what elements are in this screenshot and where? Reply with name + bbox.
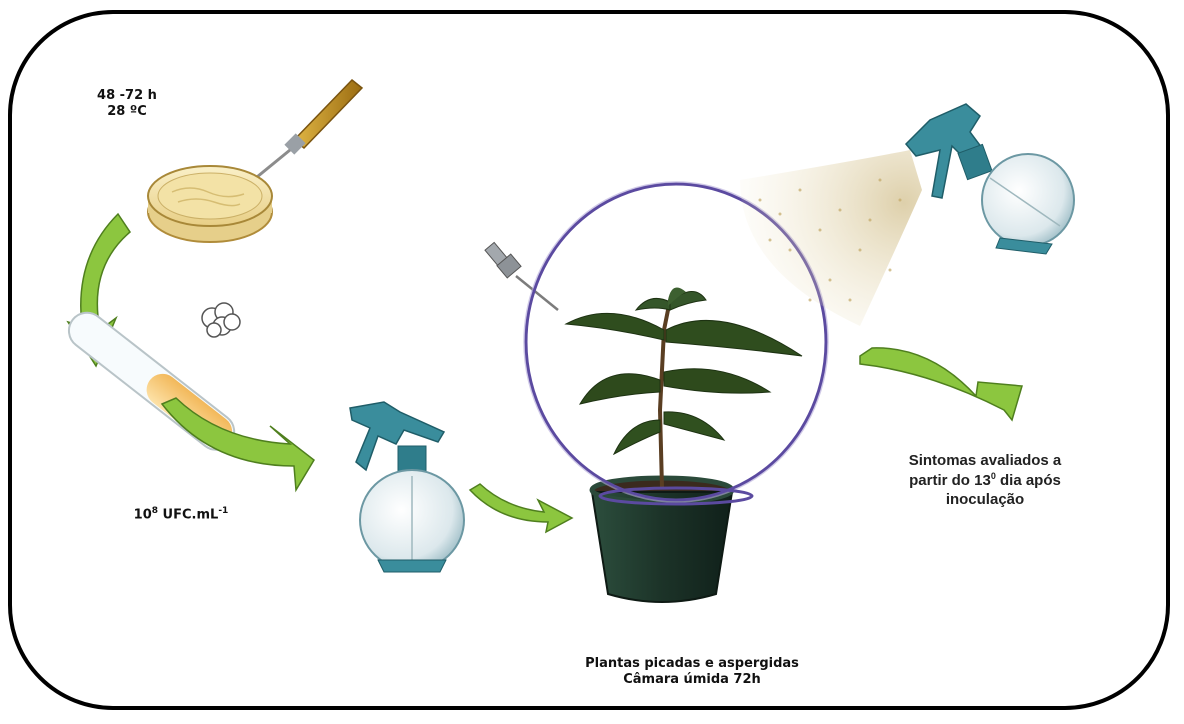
needle-icon: [485, 242, 558, 310]
cotton-plug-icon: [202, 303, 240, 337]
petri-dish-icon: [148, 166, 272, 242]
plants-label: Plantas picadas e aspergidas Câmara úmid…: [542, 656, 842, 687]
concentration-base: 10: [134, 507, 152, 522]
incubation-temperature: 28 ºC: [72, 104, 182, 120]
symptoms-line2-prefix: partir do 13: [909, 472, 991, 489]
concentration-label: 108 UFC.mL-1: [106, 506, 256, 523]
concentration-unit-exponent: -1: [218, 506, 228, 516]
symptoms-label-line1: Sintomas avaliados a: [900, 452, 1070, 471]
arrow-plant-to-symptoms: [860, 348, 1022, 420]
symptoms-line2-suffix: dia após: [996, 472, 1061, 489]
coffee-plant-icon: [566, 288, 802, 489]
incubation-label: 48 -72 h 28 ºC: [72, 88, 182, 119]
plants-label-line2: Câmara úmida 72h: [542, 672, 842, 688]
symptoms-label-line2: partir do 130 dia após: [900, 471, 1070, 491]
symptoms-label: Sintomas avaliados a partir do 130 dia a…: [900, 452, 1070, 509]
incubation-time: 48 -72 h: [72, 88, 182, 104]
spray-mist-icon: [740, 150, 922, 326]
inoculating-loop-icon: [240, 80, 362, 192]
arrow-tube-to-bottle: [162, 398, 314, 490]
plants-label-line1: Plantas picadas e aspergidas: [542, 656, 842, 672]
concentration-unit: UFC.mL: [158, 507, 218, 522]
spray-bottle-left-icon: [350, 402, 464, 572]
spray-bottle-right-icon: [906, 104, 1074, 254]
symptoms-label-line3: inoculação: [900, 491, 1070, 510]
arrow-bottle-to-plant: [470, 484, 572, 532]
